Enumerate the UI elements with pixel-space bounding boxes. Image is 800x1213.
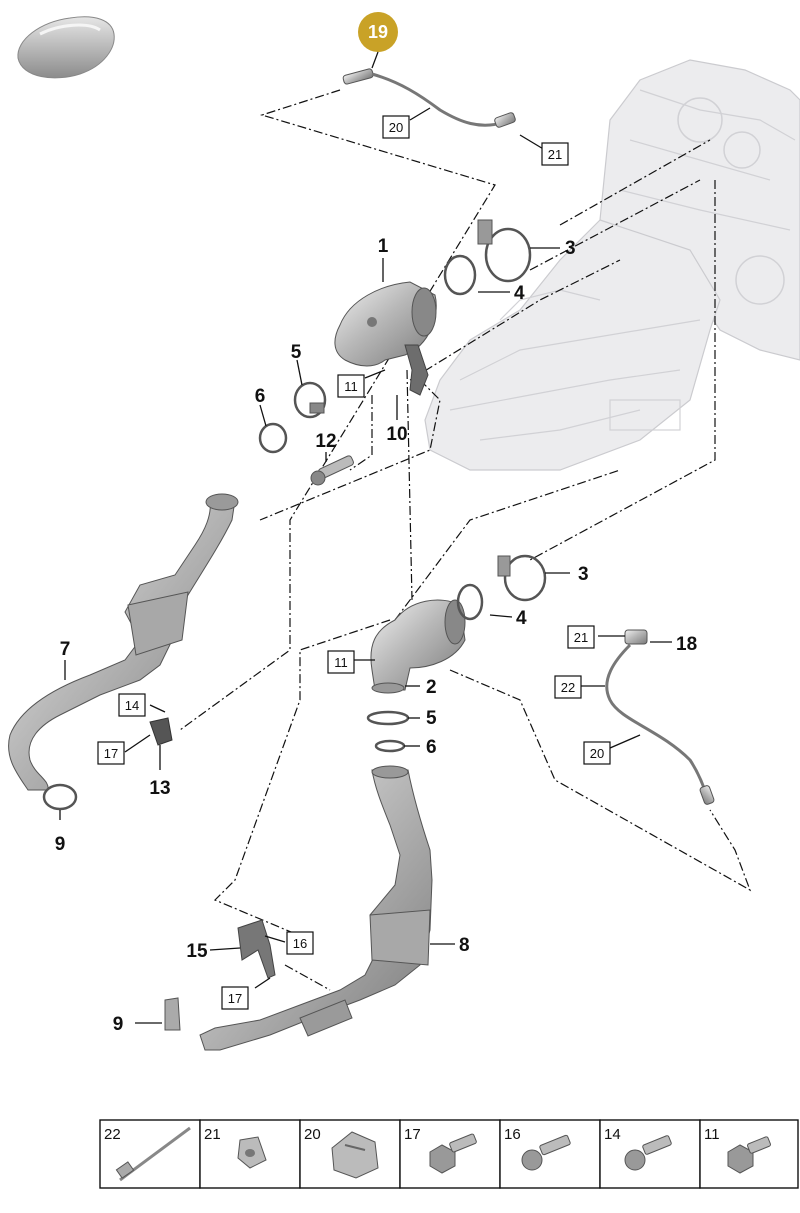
callout-4-lower: 4 bbox=[516, 608, 527, 629]
clamp-5-upper[interactable] bbox=[293, 381, 327, 419]
cable-tie-icon bbox=[115, 1126, 191, 1182]
table-label-21: 21 bbox=[204, 1126, 221, 1143]
callout-15: 15 bbox=[186, 941, 208, 962]
bracket-15[interactable] bbox=[237, 919, 276, 979]
box-14: 14 bbox=[125, 698, 139, 713]
box-21-lower: 21 bbox=[574, 630, 588, 645]
table-cell-16[interactable] bbox=[499, 1119, 601, 1189]
car-silhouette-icon bbox=[17, 16, 115, 79]
callout-4-upper: 4 bbox=[514, 283, 525, 304]
box-17-bottom: 17 bbox=[228, 991, 242, 1006]
callout-5-lower: 5 bbox=[426, 708, 437, 729]
table-label-11: 11 bbox=[704, 1126, 720, 1143]
table-cell-20[interactable] bbox=[299, 1119, 401, 1189]
oxygen-sensor-lower[interactable] bbox=[605, 629, 715, 805]
bolt-12[interactable] bbox=[310, 455, 354, 486]
callout-13: 13 bbox=[149, 778, 170, 799]
sensor-clip-icon bbox=[237, 1136, 267, 1169]
catalytic-converter-2[interactable] bbox=[370, 599, 466, 694]
bracket-10[interactable] bbox=[404, 344, 429, 396]
callout-9-bottom: 9 bbox=[113, 1014, 124, 1035]
clamp-9-bottom[interactable] bbox=[164, 997, 181, 1031]
exhaust-pipe-8[interactable] bbox=[199, 765, 433, 1051]
gasket-upper[interactable] bbox=[443, 254, 477, 296]
callout-1: 1 bbox=[378, 236, 389, 257]
table-label-14: 14 bbox=[604, 1126, 621, 1143]
callout-3-lower: 3 bbox=[578, 564, 589, 585]
v-band-clamp-upper[interactable] bbox=[477, 219, 532, 283]
callout-6-upper: 6 bbox=[255, 386, 266, 407]
table-cell-14[interactable] bbox=[599, 1119, 701, 1189]
oxygen-sensor-upper[interactable] bbox=[342, 51, 516, 128]
box-21-upper: 21 bbox=[548, 147, 562, 162]
connection-lines bbox=[179, 89, 752, 991]
box-16: 16 bbox=[293, 936, 307, 951]
retaining-clip-icon bbox=[331, 1131, 379, 1179]
callout-5-upper: 5 bbox=[291, 342, 302, 363]
bolt-16-icon bbox=[521, 1134, 571, 1171]
callout-18: 18 bbox=[676, 634, 697, 655]
gasket-lower[interactable] bbox=[456, 583, 484, 621]
callout-9-left: 9 bbox=[55, 834, 66, 855]
box-11-upper: 11 bbox=[344, 379, 358, 394]
bolt-17-icon bbox=[429, 1133, 477, 1174]
callout-12: 12 bbox=[315, 431, 336, 452]
callout-7: 7 bbox=[60, 639, 71, 660]
callout-8: 8 bbox=[459, 935, 470, 956]
bolt-14-icon bbox=[624, 1135, 672, 1171]
box-17-left: 17 bbox=[104, 746, 118, 761]
boxed-callouts: 20 21 11 11 14 17 16 17 21 22 20 bbox=[97, 115, 611, 1010]
v-band-clamp-lower[interactable] bbox=[497, 554, 547, 602]
gasket-6-lower[interactable] bbox=[374, 739, 406, 753]
gasket-6-upper[interactable] bbox=[258, 422, 288, 454]
clamp-5-lower[interactable] bbox=[366, 710, 410, 726]
box-11-lower: 11 bbox=[334, 655, 348, 670]
clamp-9-left[interactable] bbox=[42, 783, 78, 811]
callout-10: 10 bbox=[386, 424, 407, 445]
table-label-16: 16 bbox=[504, 1126, 521, 1143]
callout-6-lower: 6 bbox=[426, 737, 437, 758]
parts-table: 22 21 20 17 16 14 11 bbox=[99, 1119, 799, 1189]
box-20-upper: 20 bbox=[389, 120, 403, 135]
box-22: 22 bbox=[561, 680, 575, 695]
engine-transmission-illustration bbox=[424, 59, 800, 471]
callout-3-upper: 3 bbox=[565, 238, 576, 259]
table-cell-22[interactable] bbox=[99, 1119, 201, 1189]
callout-2: 2 bbox=[426, 677, 437, 698]
bolt-11-icon bbox=[727, 1136, 771, 1174]
bracket-13[interactable] bbox=[149, 717, 173, 746]
badge-label: 19 bbox=[368, 22, 388, 42]
callout-labels: 1 2 3 3 4 4 5 5 6 6 7 8 9 9 10 12 13 15 … bbox=[55, 236, 697, 1035]
table-label-17: 17 bbox=[404, 1126, 421, 1143]
leader-lines bbox=[59, 107, 672, 1024]
box-20-lower: 20 bbox=[590, 746, 604, 761]
table-label-20: 20 bbox=[304, 1126, 321, 1143]
item-19-badge[interactable]: 19 bbox=[358, 12, 398, 52]
table-label-22: 22 bbox=[104, 1126, 121, 1143]
